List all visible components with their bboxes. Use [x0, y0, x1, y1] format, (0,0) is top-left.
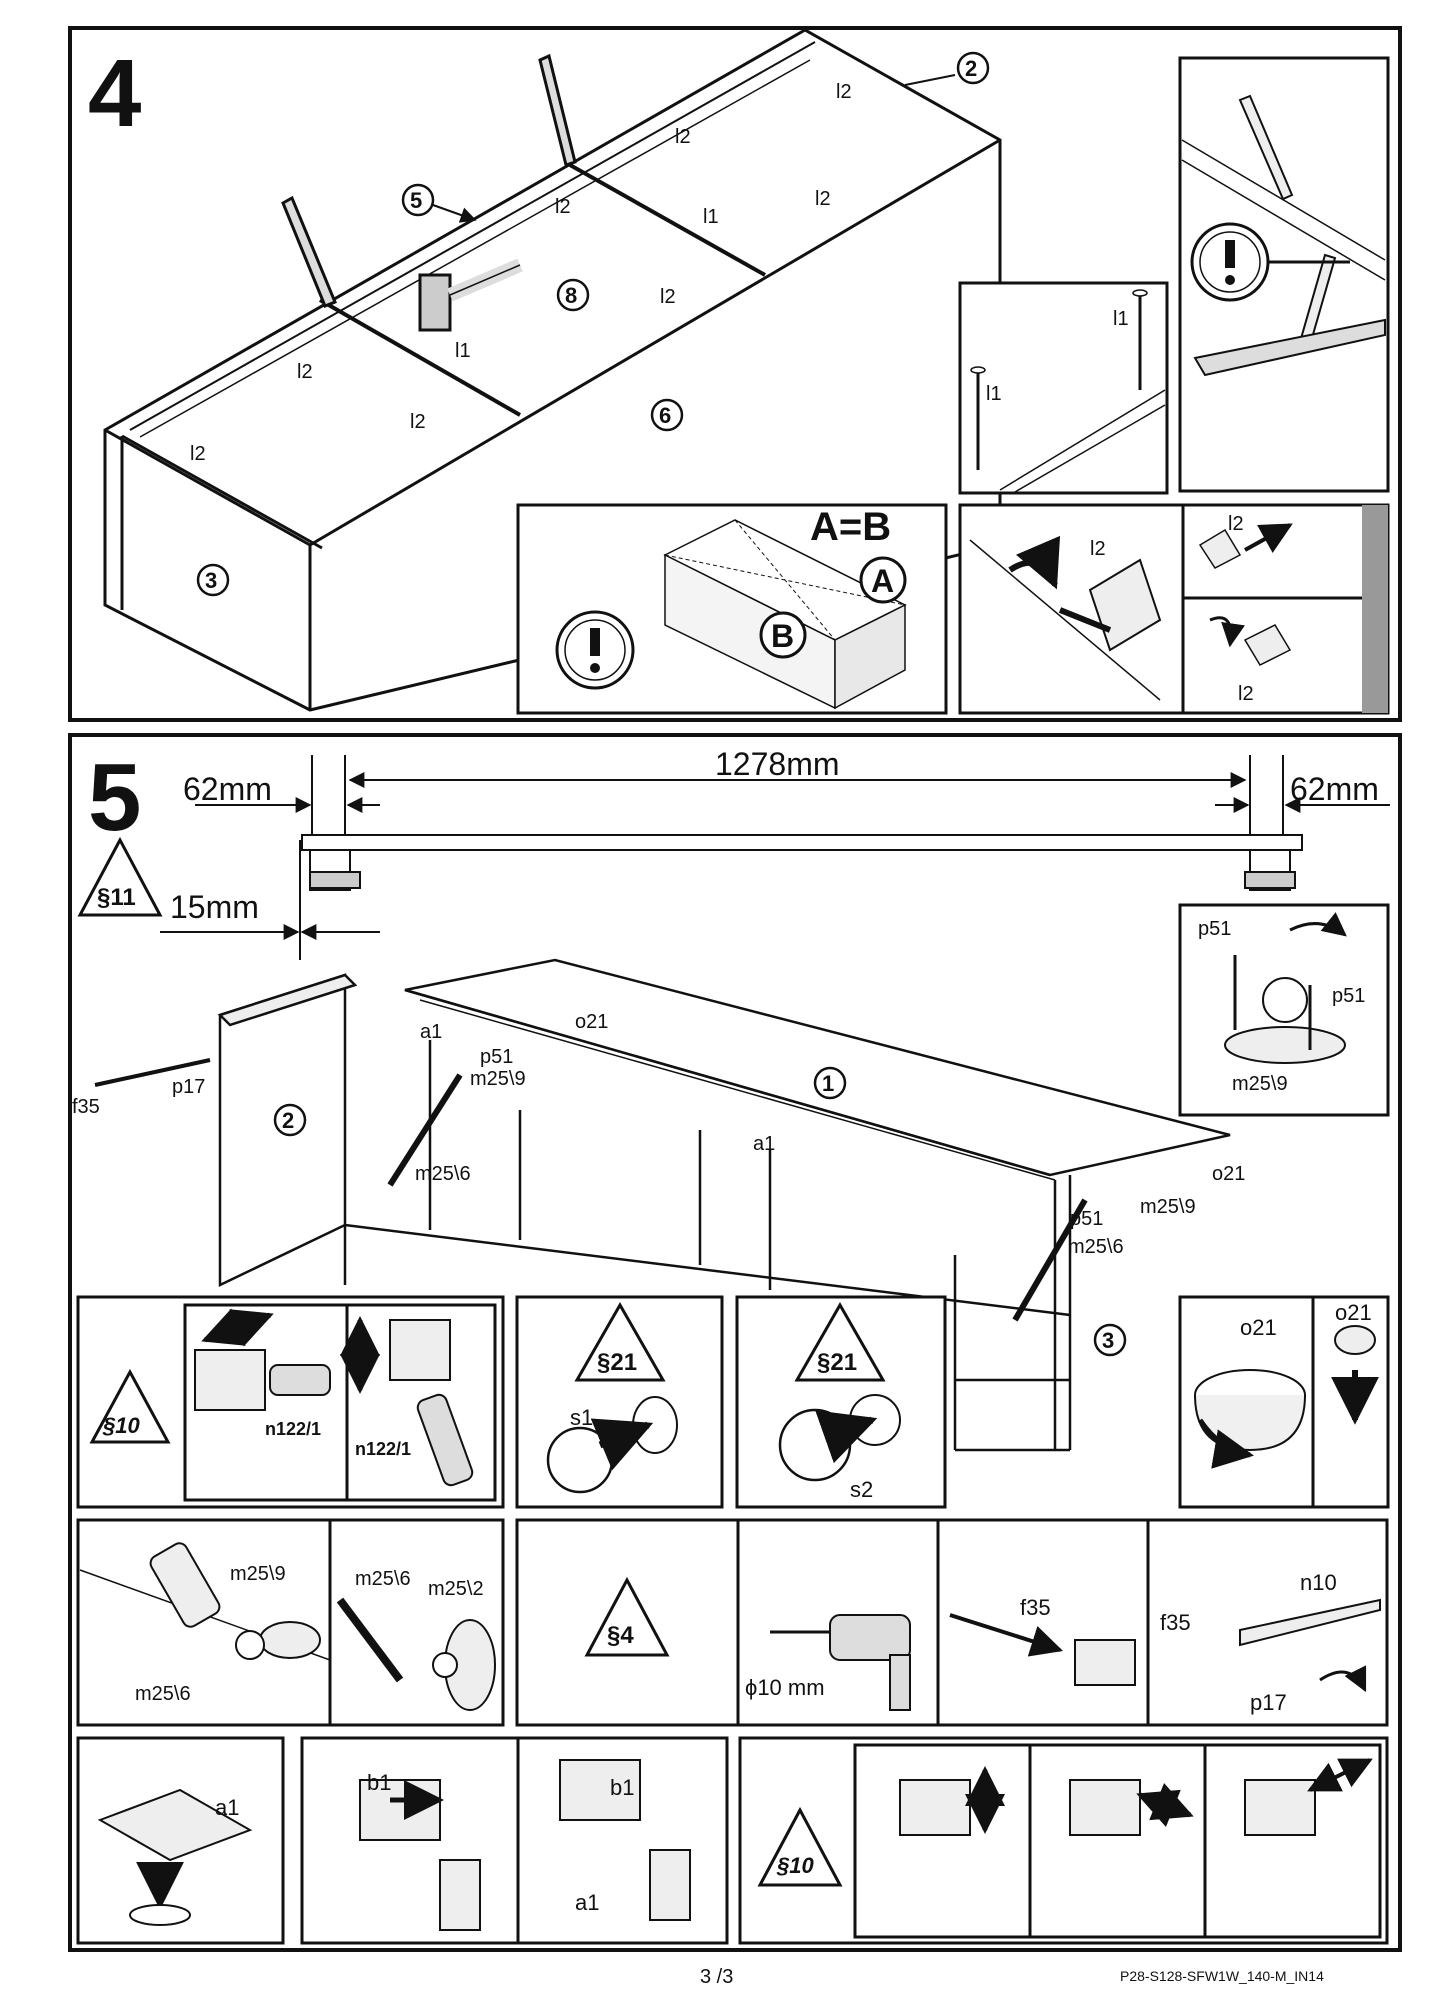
bracket-l2-label: l2 [1238, 683, 1254, 705]
nail-l1-label: l1 [1113, 308, 1129, 330]
label-l2: l2 [297, 361, 313, 383]
document-code: P28-S128-SFW1W_140-M_IN14 [1120, 1968, 1324, 1984]
label-l1: l1 [455, 340, 471, 362]
b1-label: b1 [610, 1775, 634, 1800]
inset-p51-label: p51 [1332, 985, 1365, 1007]
m25-6-label: m25\6 [355, 1568, 411, 1590]
bracket-l2-label: l2 [1228, 513, 1244, 535]
label-l2: l2 [836, 81, 852, 103]
label-l2: l2 [555, 196, 571, 218]
inset-bracket-screw: l2 l2 l2 [958, 503, 1390, 715]
o21-label: o21 [1335, 1300, 1372, 1325]
dimension-span: 1278mm [715, 746, 840, 782]
dimension-depth: 15mm [170, 889, 259, 925]
a1-label: a1 [215, 1795, 239, 1820]
label-l2: l2 [675, 126, 691, 148]
label-a1: a1 [753, 1133, 775, 1155]
part-3-label: 3 [1102, 1328, 1114, 1353]
label-m25-9: m25\9 [1140, 1196, 1196, 1218]
label-l2: l2 [815, 188, 831, 210]
diagonal-a-label: A [871, 563, 894, 599]
a1-label: a1 [575, 1890, 599, 1915]
part-callouts: 2 5 8 6 3 [196, 51, 990, 597]
row-3-panels: a1 b1 b1 a1 §10 [76, 1736, 1389, 1945]
n122-1-label: n122/1 [355, 1439, 411, 1459]
step-5-panel: 5 1278mm 62mm 62mm 15mm [68, 733, 1402, 1952]
label-p17: p17 [172, 1076, 205, 1098]
diagonal-b-label: B [771, 618, 794, 654]
label-m25-9: m25\9 [470, 1068, 526, 1090]
top-rail [301, 834, 1303, 891]
label-m25-6: m25\6 [1068, 1236, 1124, 1258]
inset-nails: l1 l1 [958, 281, 1169, 495]
page-number: 3 /3 [700, 1966, 734, 1988]
part-2-label: 2 [282, 1108, 294, 1133]
bracket-l2-label: l2 [1090, 538, 1106, 560]
part-5-label: 5 [410, 188, 422, 213]
b1-label: b1 [367, 1770, 391, 1795]
row-2-panels: m25\9 m25\6 m25\6 m25\2 §4 ϕ10 mm f35 f3… [76, 1518, 1389, 1727]
sign-10-label: §10 [776, 1853, 814, 1878]
step-4-number: 4 [88, 40, 141, 147]
n122-1-label: n122/1 [265, 1419, 321, 1439]
sign-21-label: §21 [817, 1349, 857, 1376]
step-5-number: 5 [88, 744, 141, 851]
part-3-label: 3 [205, 568, 217, 593]
inset-m25-9-label: m25\9 [1232, 1073, 1288, 1095]
row-1-panels: §10 n122/1 n122/1 §21 s1 §21 s2 [76, 1295, 1390, 1509]
drill-size-label: ϕ10 mm [745, 1675, 825, 1700]
f35-label: f35 [1020, 1595, 1051, 1620]
n10-label: n10 [1300, 1570, 1337, 1595]
f35-label: f35 [1160, 1610, 1191, 1635]
exclamation-icon [1225, 240, 1235, 268]
label-l2: l2 [190, 443, 206, 465]
o21-label: o21 [1240, 1315, 1277, 1340]
warning-sign-11: §11 [77, 836, 163, 917]
sign-11-label: §11 [97, 884, 136, 911]
p17-label: p17 [1250, 1690, 1287, 1715]
inset-diagonal-check: A=B A B [516, 503, 948, 715]
exclamation-icon [590, 628, 600, 656]
diagonal-equation: A=B [810, 505, 891, 549]
sign-21-label: §21 [597, 1349, 637, 1376]
part-2-label: 2 [965, 56, 977, 81]
label-l2: l2 [410, 411, 426, 433]
part-1-label: 1 [822, 1071, 834, 1096]
inset-p51: p51 p51 m25\9 [1178, 903, 1390, 1117]
m25-2-label: m25\2 [428, 1578, 484, 1600]
label-o21: o21 [575, 1011, 608, 1033]
m25-9-label: m25\9 [230, 1563, 286, 1585]
label-m25-6: m25\6 [415, 1163, 471, 1185]
s1-label: s1 [570, 1405, 593, 1430]
part-8-label: 8 [565, 283, 577, 308]
label-a1: a1 [420, 1021, 442, 1043]
dimension-left-offset: 62mm [183, 771, 272, 807]
sign-4-label: §4 [607, 1622, 634, 1649]
inset-p51-label: p51 [1198, 918, 1231, 940]
nail-l1-label: l1 [986, 383, 1002, 405]
label-l1: l1 [703, 206, 719, 228]
s2-label: s2 [850, 1477, 873, 1502]
inset-corner-detail [1178, 56, 1390, 493]
label-l2: l2 [660, 286, 676, 308]
label-f35: f35 [72, 1096, 100, 1118]
label-p51: p51 [480, 1046, 513, 1068]
label-o21: o21 [1212, 1163, 1245, 1185]
sign-10-label: §10 [102, 1413, 140, 1438]
label-p51: p51 [1070, 1208, 1103, 1230]
hardware-labels: o21 o21 a1 a1 p51 p51 m25\9 m25\9 m25\6 … [72, 1011, 1245, 1258]
step-4-panel: 4 2 5 [68, 26, 1402, 722]
part-6-label: 6 [659, 403, 671, 428]
fastener-labels: l2 l2 l2 l2 l1 l2 l1 l2 l2 l2 [190, 81, 852, 465]
dimension-right-offset: 62mm [1290, 771, 1379, 807]
m25-6-label: m25\6 [135, 1683, 191, 1705]
